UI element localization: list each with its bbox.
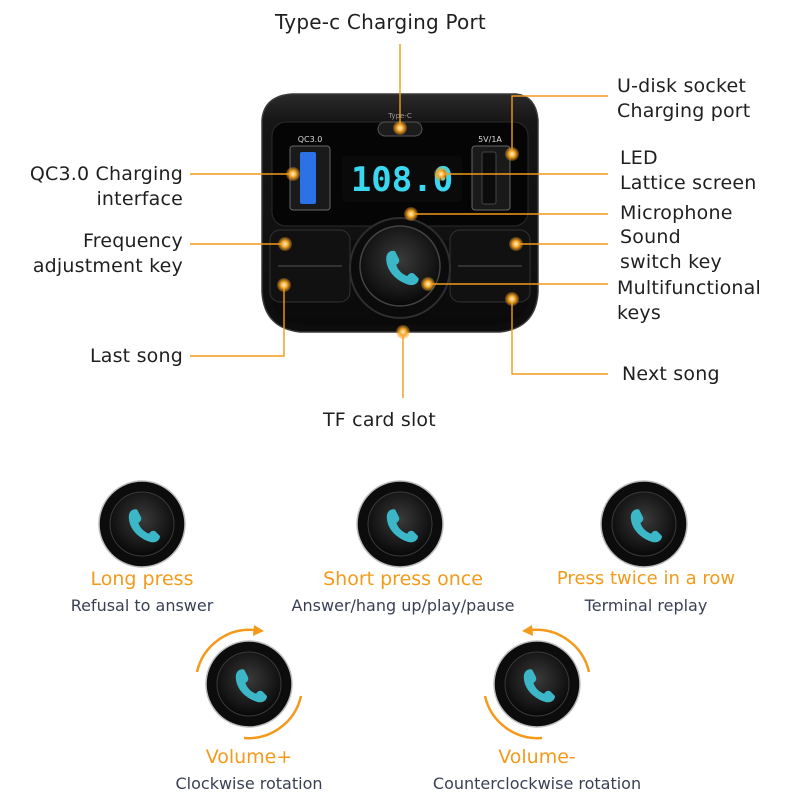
function-desc-short-press: Answer/hang up/play/pause xyxy=(291,596,515,615)
function-title-short-press: Short press once xyxy=(323,568,483,590)
knob-volume-down xyxy=(483,625,591,740)
function-desc-long-press: Refusal to answer xyxy=(70,596,214,615)
callout-dots xyxy=(277,121,523,339)
label-frequency-adjustment-key: Frequency adjustment key xyxy=(32,230,183,277)
label-led-lattice-screen: LED Lattice screen xyxy=(620,147,757,194)
label-qc30-charging-interface: QC3.0 Charging interface xyxy=(29,163,183,210)
label-next-song: Next song xyxy=(622,363,720,385)
knob-long-press xyxy=(98,480,186,568)
usb-port-5v-label: 5V/1A xyxy=(478,135,502,144)
counterclockwise-arrow-bottom xyxy=(483,695,543,740)
clockwise-arrowhead xyxy=(253,625,264,636)
knob-volume-up xyxy=(195,625,303,740)
counterclockwise-arrowhead xyxy=(522,625,533,636)
function-desc-press-twice: Terminal replay xyxy=(584,596,708,615)
callout-dot-next-song xyxy=(505,292,519,306)
function-title-volume-up: Volume+ xyxy=(205,746,293,768)
knob-short-press xyxy=(356,480,444,568)
label-u-disk-socket: U-disk socket Charging port xyxy=(617,75,751,122)
callout-line-next-song xyxy=(511,299,608,375)
callout-dot-led xyxy=(434,167,448,181)
callout-dot-frequency xyxy=(278,237,292,251)
led-display: 108.0 xyxy=(342,156,462,202)
callout-dot-tf-card xyxy=(396,325,410,339)
function-title-press-twice: Press twice in a row xyxy=(556,568,736,589)
label-tf-card-slot: TF card slot xyxy=(323,409,436,431)
callout-dot-u-disk xyxy=(505,147,519,161)
label-type-c-charging-port: Type-c Charging Port xyxy=(275,10,486,34)
function-knobs xyxy=(98,480,688,740)
label-multifunctional-keys: Multifunctional keys xyxy=(617,277,761,324)
multifunction-knob xyxy=(349,217,451,319)
function-desc-volume-down: Counterclockwise rotation xyxy=(432,774,642,793)
knob-press-twice xyxy=(600,480,688,568)
callout-dot-qc30 xyxy=(286,167,300,181)
led-display-value: 108.0 xyxy=(351,160,453,200)
qc30-port-label: QC3.0 xyxy=(298,135,323,144)
label-sound-switch-key: Sound switch key xyxy=(620,226,722,273)
label-last-song: Last song xyxy=(89,345,183,367)
function-title-volume-down: Volume- xyxy=(498,746,576,768)
clockwise-arrow-bottom xyxy=(243,695,303,740)
callout-dot-microphone xyxy=(404,207,418,221)
counterclockwise-arrow-top xyxy=(531,628,591,673)
usb-port-5v: 5V/1A xyxy=(471,135,511,211)
function-desc-volume-up: Clockwise rotation xyxy=(175,774,323,793)
car-charger-device: Type-C QC3.0 5V/1A 108.0 xyxy=(261,93,539,333)
callout-dot-multifunctional xyxy=(421,277,435,291)
qc30-usb-port: QC3.0 xyxy=(289,135,331,211)
callout-dot-sound xyxy=(509,237,523,251)
clockwise-arrow-top xyxy=(195,628,255,673)
callout-lines xyxy=(190,44,608,398)
callout-dot-last-song xyxy=(277,278,291,292)
callout-line-u-disk xyxy=(511,95,608,154)
label-microphone: Microphone xyxy=(620,202,733,224)
function-title-long-press: Long press xyxy=(90,568,194,590)
callout-dot-type-c xyxy=(393,121,407,135)
callout-line-last-song xyxy=(190,285,285,357)
